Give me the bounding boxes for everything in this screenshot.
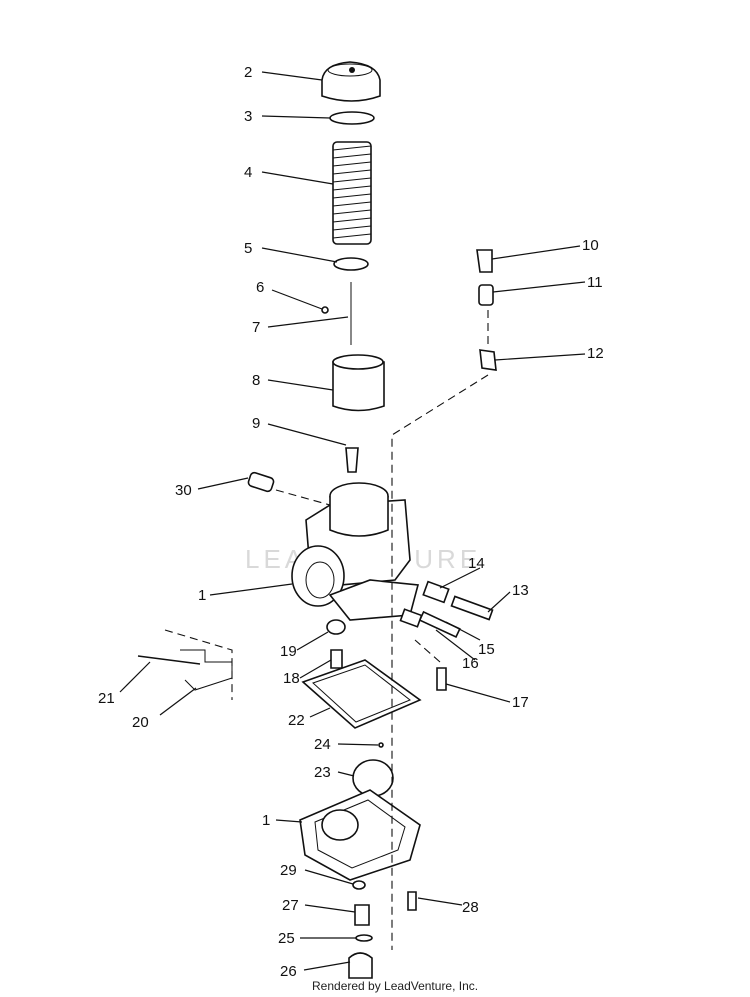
callout-29: 29 (280, 862, 297, 879)
part-needle-jet (345, 447, 359, 473)
callout-8: 8 (252, 372, 260, 389)
callout-14: 14 (468, 555, 485, 572)
assembly-line (391, 374, 489, 950)
part-idle-spring (399, 608, 423, 628)
callout-2: 2 (244, 64, 252, 81)
part-carburetor-body (291, 482, 420, 621)
callout-15: 15 (478, 641, 495, 658)
part-cap (321, 61, 381, 102)
callout-12: 12 (587, 345, 604, 362)
callout-7: 7 (252, 319, 260, 336)
part-small-spring (478, 284, 494, 306)
part-spring (332, 141, 372, 245)
callout-3: 3 (244, 108, 252, 125)
part-drain-bolt (354, 904, 370, 926)
part-o-ring (352, 880, 366, 890)
part-drain-washer (355, 934, 373, 942)
callout-16: 16 (462, 655, 479, 672)
part-throttle-valve (332, 354, 385, 412)
callout-6: 6 (256, 279, 264, 296)
callout-25: 25 (278, 930, 295, 947)
callout-23: 23 (314, 764, 331, 781)
part-drain-plug (348, 952, 373, 979)
part-float-bowl (299, 789, 421, 881)
part-pilot-jet (436, 667, 447, 691)
part-float-pin (137, 655, 201, 665)
callout-30: 30 (175, 482, 192, 499)
part-washer (329, 111, 375, 125)
callout-11: 11 (587, 274, 603, 291)
assembly-line (414, 639, 441, 663)
callout-21: 21 (98, 690, 115, 707)
callout-1-lower: 1 (262, 812, 270, 829)
callout-18: 18 (283, 670, 300, 687)
part-jet-holder (326, 619, 346, 635)
part-pilot-screw (450, 595, 494, 621)
assembly-line (275, 489, 331, 506)
callout-9: 9 (252, 415, 260, 432)
callout-10: 10 (582, 237, 599, 254)
callout-20: 20 (132, 714, 149, 731)
callout-13: 13 (512, 582, 529, 599)
callout-27: 27 (282, 897, 299, 914)
part-fitting (479, 349, 497, 371)
callout-17: 17 (512, 694, 529, 711)
callout-24: 24 (314, 736, 331, 753)
callout-28: 28 (462, 899, 479, 916)
part-bowl-screw (407, 891, 417, 911)
assembly-line (164, 629, 233, 700)
part-main-jet (330, 649, 343, 669)
callout-1: 1 (198, 587, 206, 604)
callout-19: 19 (280, 643, 297, 660)
part-pilot-spring (422, 580, 450, 604)
callout-5: 5 (244, 240, 252, 257)
callout-4: 4 (244, 164, 252, 181)
part-float-needle (378, 742, 384, 748)
callout-26: 26 (280, 963, 297, 980)
part-clip (321, 306, 329, 314)
part-gasket (301, 659, 422, 729)
leader-lines (119, 71, 586, 971)
part-air-screw (476, 249, 493, 273)
callout-22: 22 (288, 712, 305, 729)
footer-credit: Rendered by LeadVenture, Inc. (312, 979, 478, 993)
part-plug (247, 471, 275, 493)
part-float (352, 759, 394, 797)
part-float-arm (180, 649, 233, 691)
part-retainer (333, 257, 369, 271)
